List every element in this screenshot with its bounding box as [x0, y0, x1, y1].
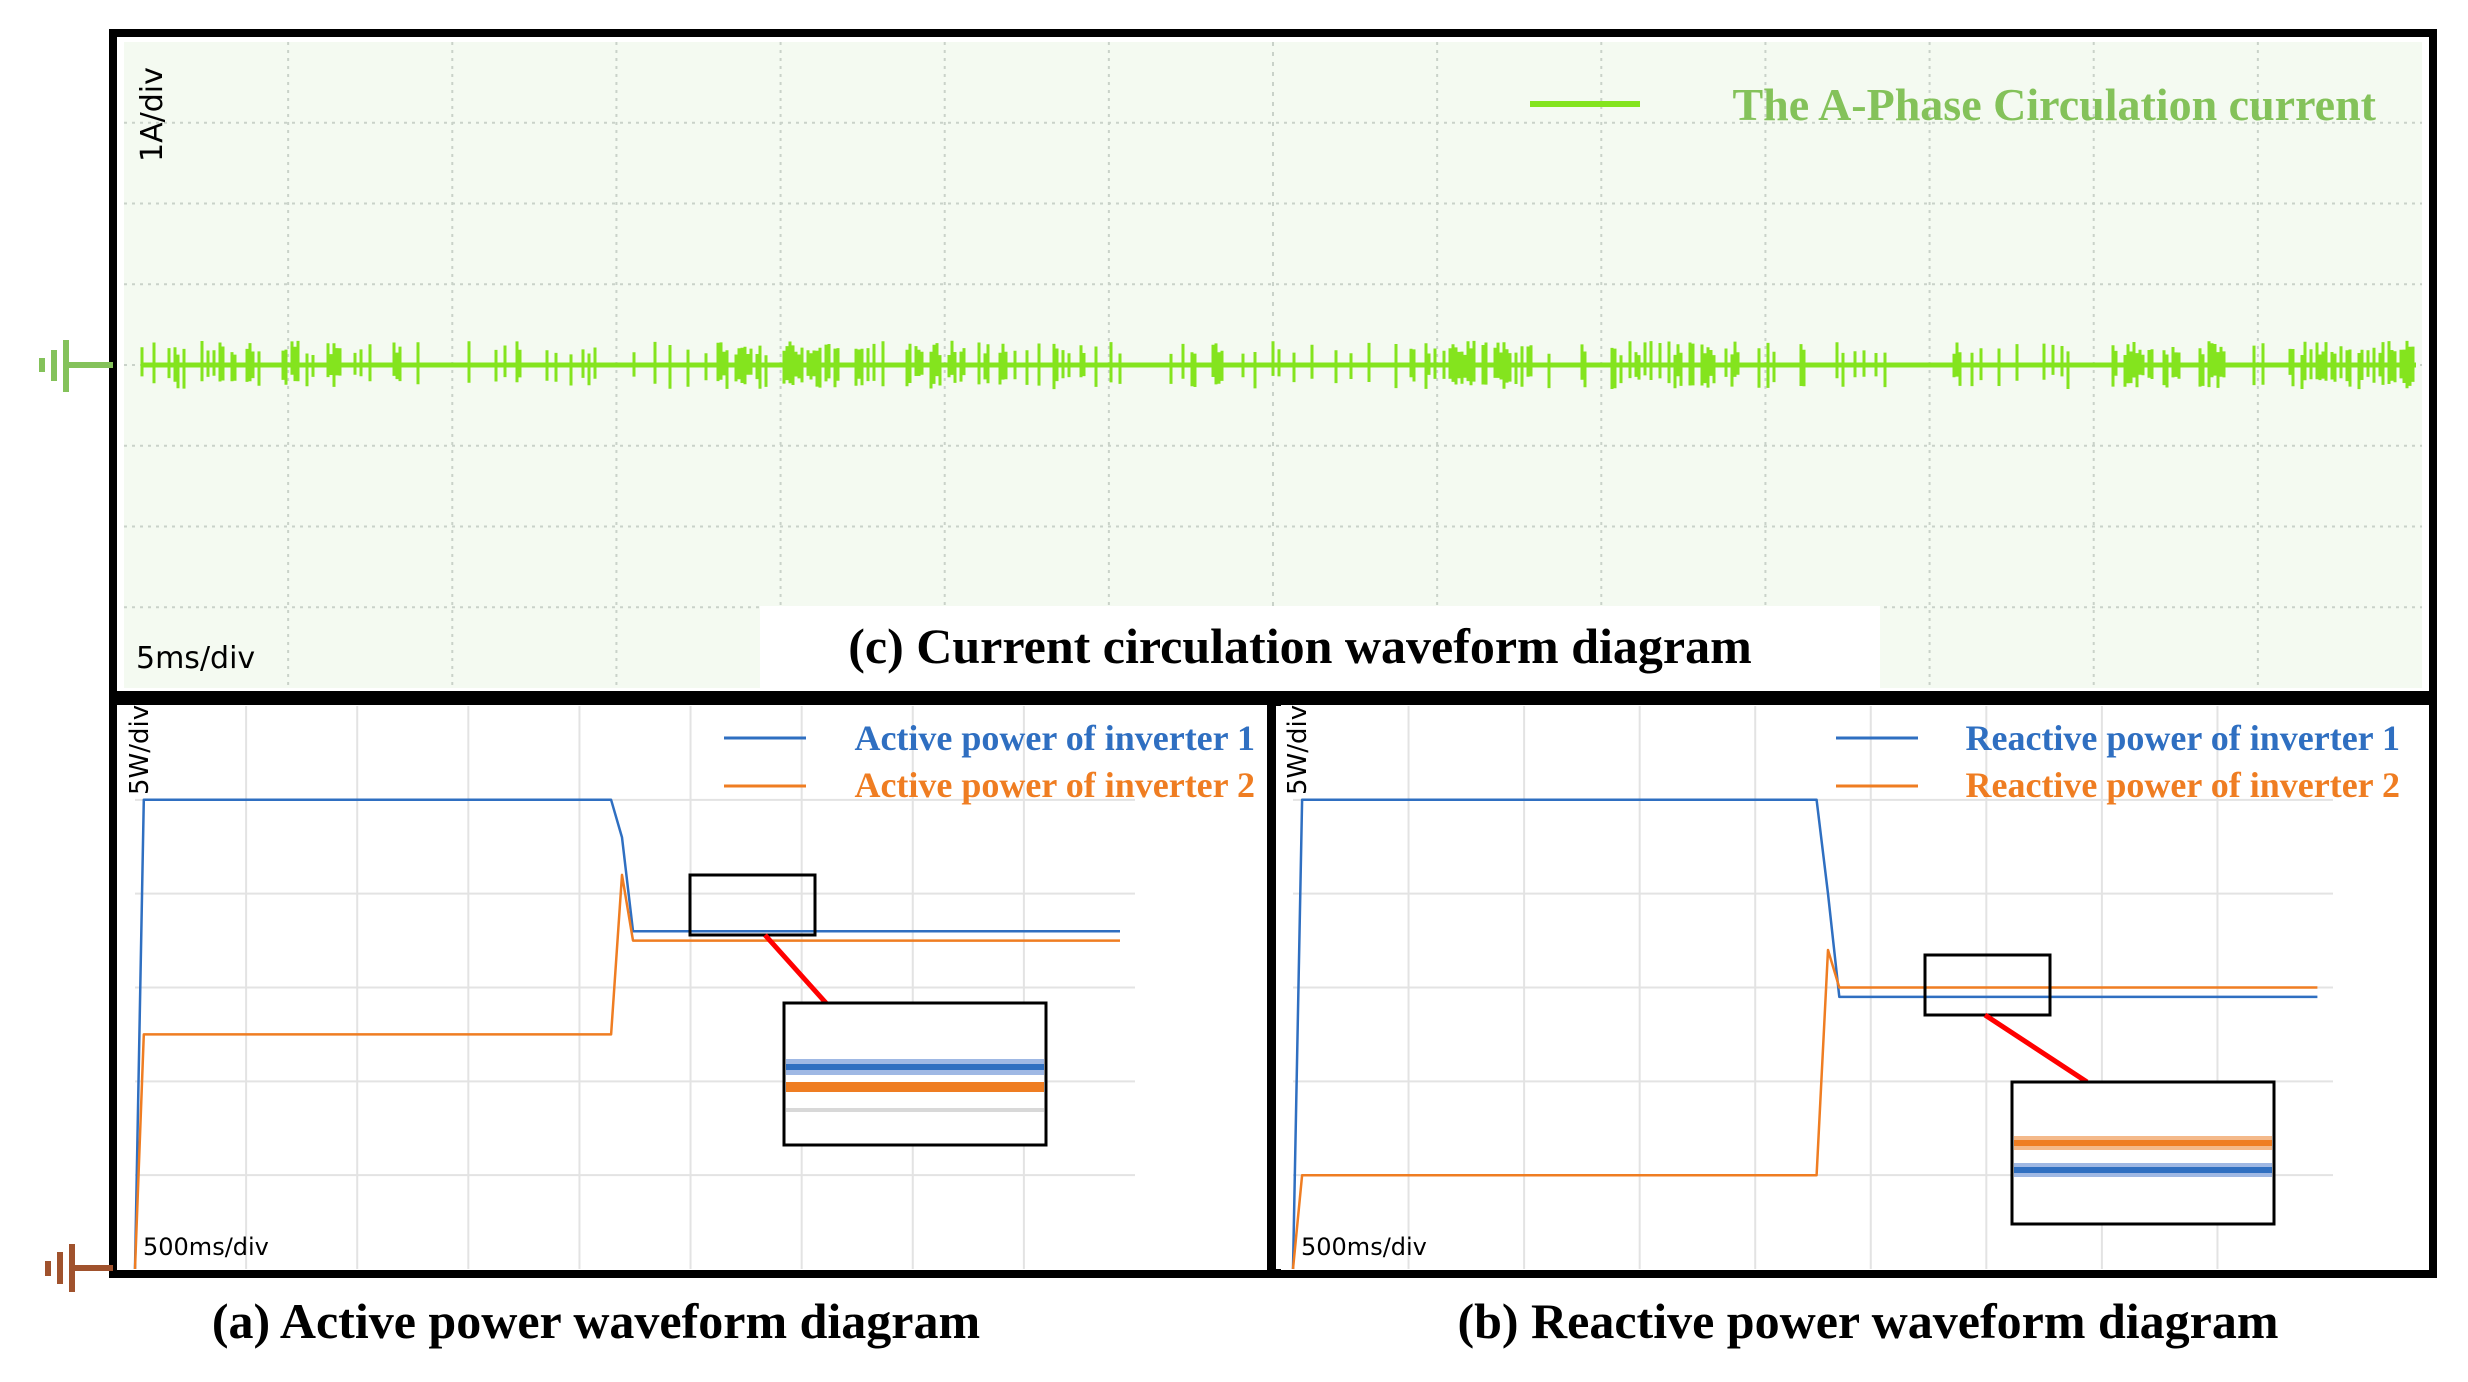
panel-b-inset-lines: [2014, 1136, 2272, 1177]
panel-b-zoom-connector: [1983, 1012, 2089, 1085]
legend-b2-label: Reactive power of inverter 2: [1965, 765, 2400, 805]
ground-marker-c: [39, 340, 113, 392]
legend-a2-label: Active power of inverter 2: [854, 765, 1255, 805]
panel-b-x-scale-label: 500ms/div: [1301, 1233, 1427, 1261]
panel-a-zoom-region: [688, 873, 817, 937]
legend-c-label: The A-Phase Circulation current: [1732, 79, 2376, 130]
panel-c-caption: (c) Current circulation waveform diagram: [848, 618, 1752, 674]
panel-b-frame: [1267, 697, 2437, 1278]
legend-b1-label: Reactive power of inverter 1: [1965, 718, 2400, 758]
panel-a-inset-lines: [786, 1059, 1044, 1112]
panel-a-caption: (a) Active power waveform diagram: [212, 1293, 980, 1349]
series-line-2: [133, 873, 1120, 1270]
panel-b-caption: (b) Reactive power waveform diagram: [1457, 1293, 2278, 1349]
panel-a-x-scale-label: 500ms/div: [143, 1233, 269, 1261]
panel-b-series: [1291, 798, 2318, 1270]
panel-c-y-scale-label: 1A/div: [135, 67, 170, 162]
ground-marker-a: [45, 1244, 113, 1292]
series-line-1: [1291, 798, 2318, 1270]
series-line-2: [1291, 948, 2318, 1270]
panel-b-y-scale-label: 5W/div: [1283, 705, 1313, 795]
panel-c-x-scale-label: 5ms/div: [136, 641, 255, 676]
series-line-1: [133, 798, 1120, 1270]
legend-a1-label: Active power of inverter 1: [854, 718, 1255, 758]
panel-a-zoom-connector: [763, 933, 828, 1005]
panel-a-series: [133, 798, 1120, 1270]
panel-a-y-scale-label: 5W/div: [125, 705, 155, 795]
panel-b-zoom-inset: [2010, 1080, 2276, 1226]
circulation-waveform: [140, 340, 2416, 390]
panel-c-caption-bg: [760, 606, 1880, 688]
circulation-bursts: [140, 340, 2415, 390]
